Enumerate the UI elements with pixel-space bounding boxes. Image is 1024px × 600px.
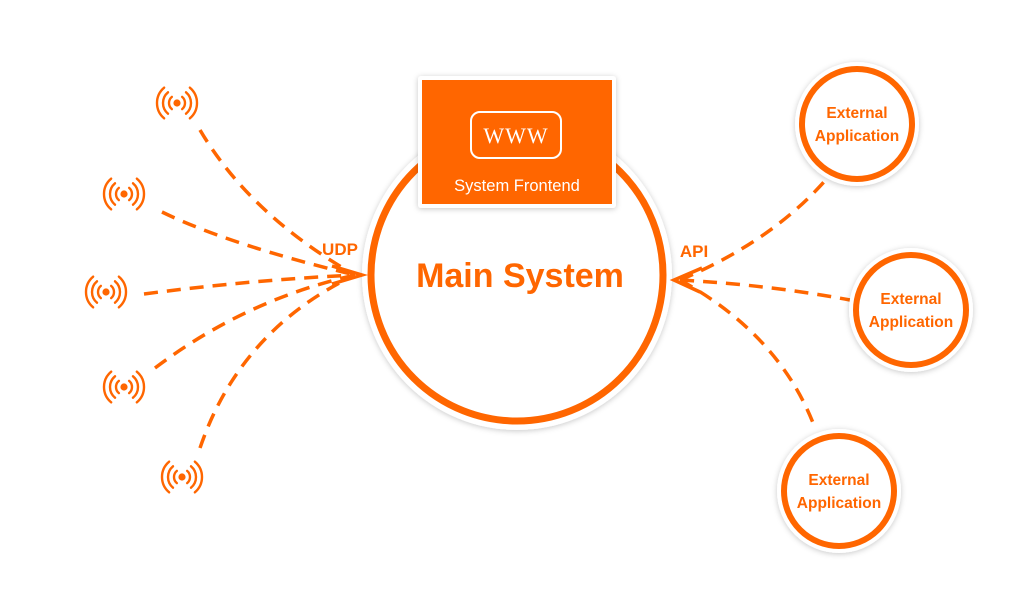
udp-label: UDP	[322, 240, 358, 259]
system-frontend-card[interactable]: WWW System Frontend	[418, 76, 616, 208]
wireless-signal-icon	[84, 275, 128, 309]
wireless-signal-icon	[160, 460, 204, 494]
external-application-nodes: ExternalApplicationExternalApplicationEx…	[777, 62, 973, 553]
api-connector-2	[679, 278, 851, 302]
udp-connectors	[143, 129, 356, 449]
wireless-signal-icon	[102, 177, 146, 211]
udp-connector-2	[161, 210, 356, 277]
external-application-label-line1: External	[880, 291, 941, 308]
external-application-label-line2: Application	[815, 128, 899, 145]
main-system-label: Main System	[416, 257, 624, 295]
udp-connector-3	[143, 273, 356, 296]
api-connectors	[679, 173, 851, 429]
system-frontend-panel	[422, 80, 612, 204]
external-application-label-line1: External	[826, 105, 887, 122]
wireless-signal-icon	[102, 370, 146, 404]
udp-arrowhead	[331, 264, 369, 286]
api-connector-3	[679, 278, 817, 429]
www-badge-text: WWW	[483, 123, 548, 148]
api-label: API	[680, 242, 708, 261]
external-application-label-line2: Application	[797, 495, 881, 512]
api-connector-1	[679, 173, 832, 282]
sensor-nodes	[84, 86, 204, 494]
wireless-signal-icon	[155, 86, 199, 120]
www-badge	[470, 111, 562, 159]
udp-connector-5	[198, 273, 356, 449]
external-application-label-line2: Application	[869, 314, 953, 331]
udp-connector-1	[198, 129, 356, 277]
system-frontend-label: System Frontend	[454, 177, 580, 195]
api-arrowhead	[669, 266, 703, 294]
external-application-label-line1: External	[808, 472, 869, 489]
udp-connector-4	[153, 273, 356, 370]
